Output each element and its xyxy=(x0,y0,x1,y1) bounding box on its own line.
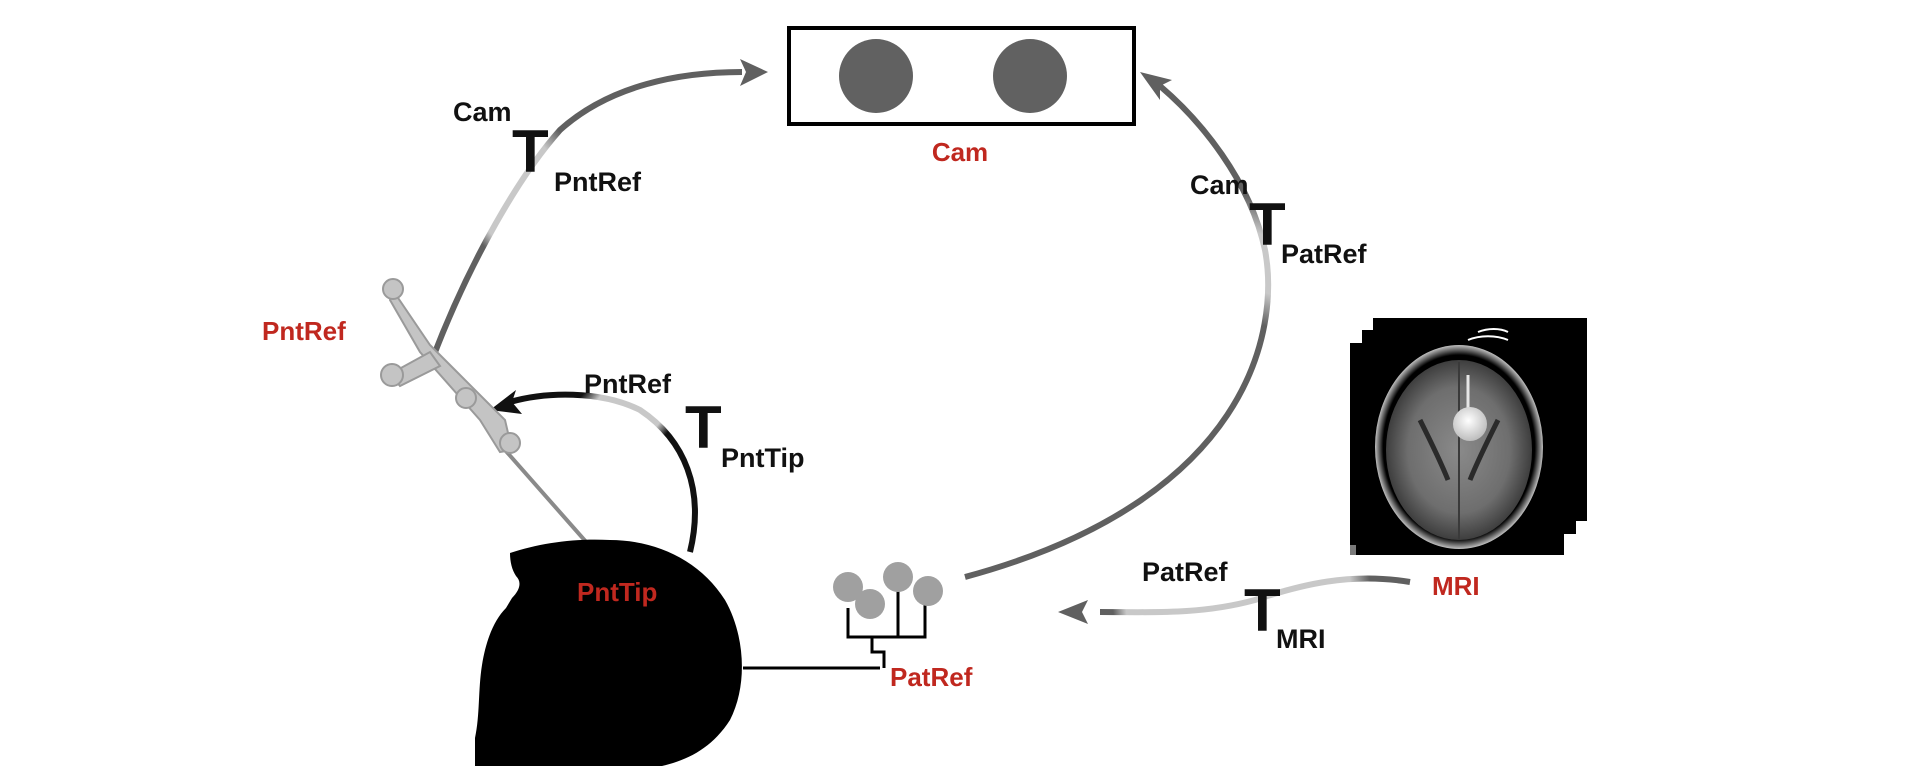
patref-ball-1 xyxy=(833,572,863,602)
arrow-head-cam-pntref xyxy=(740,59,768,86)
arrow-head-patref-mri xyxy=(1058,600,1088,624)
camera-lens-left xyxy=(839,39,913,113)
arrow-head-pntref-pnttip xyxy=(490,390,522,414)
pointer-marker-mid xyxy=(455,387,477,409)
camera-lens-right xyxy=(993,39,1067,113)
arrow-cam-pntref xyxy=(429,59,768,362)
pointer-tool xyxy=(380,278,597,554)
patref-ball-2 xyxy=(883,562,913,592)
frame-label-pntref: PntRef xyxy=(262,316,346,346)
mri-ventricle-right xyxy=(1467,418,1501,481)
patient-reference xyxy=(833,562,943,668)
mri-top-arc-1 xyxy=(1477,328,1509,333)
transform-patref-mri: PatRef T MRI xyxy=(1142,557,1326,654)
transform-patref-mri-sub: MRI xyxy=(1276,624,1326,654)
transform-cam-pntref: Cam T PntRef xyxy=(453,97,642,197)
transform-pntref-pnttip-symbol: T xyxy=(685,394,722,461)
mri-stack xyxy=(1350,318,1587,555)
transform-pntref-pnttip-sup: PntRef xyxy=(584,369,672,399)
camera xyxy=(787,26,1136,126)
pointer-marker-bottom xyxy=(499,432,521,454)
transform-cam-pntref-symbol: T xyxy=(512,118,549,185)
transform-patref-mri-symbol: T xyxy=(1244,577,1281,644)
mri-slice-edge xyxy=(1350,545,1356,555)
transform-cam-patref-sub: PatRef xyxy=(1281,239,1368,269)
mri-tumor xyxy=(1453,407,1487,441)
arrow-cam-patref xyxy=(964,72,1272,580)
transform-pntref-pnttip-sub: PntTip xyxy=(721,443,805,473)
frame-label-patref: PatRef xyxy=(890,662,973,692)
arrow-patref-mri xyxy=(1058,575,1411,624)
transform-cam-pntref-sup: Cam xyxy=(453,97,512,127)
transform-cam-pntref-sub: PntRef xyxy=(554,167,642,197)
patref-stem xyxy=(870,637,886,668)
arrow-head-cam-patref xyxy=(1140,72,1172,100)
transform-cam-patref: Cam T PatRef xyxy=(1190,170,1368,269)
transform-pntref-pnttip: PntRef T PntTip xyxy=(584,369,805,473)
patient-head xyxy=(475,539,742,766)
transform-cam-patref-sup: Cam xyxy=(1190,170,1249,200)
mri-ventricle-left xyxy=(1417,418,1451,481)
mri-top-arc-2 xyxy=(1467,335,1509,341)
pointer-needle xyxy=(503,448,597,554)
frame-label-pnttip: PntTip xyxy=(577,577,657,607)
frame-label-cam: Cam xyxy=(932,137,988,167)
transform-patref-mri-sup: PatRef xyxy=(1142,557,1229,587)
transform-cam-patref-symbol: T xyxy=(1249,191,1286,258)
patref-ball-4 xyxy=(855,589,885,619)
pointer-marker-top xyxy=(382,278,404,300)
frame-label-mri: MRI xyxy=(1432,571,1480,601)
pointer-marker-left xyxy=(380,363,404,387)
arrow-pntref-pnttip xyxy=(490,390,698,553)
patref-frame xyxy=(846,601,927,639)
patref-ball-3 xyxy=(913,576,943,606)
